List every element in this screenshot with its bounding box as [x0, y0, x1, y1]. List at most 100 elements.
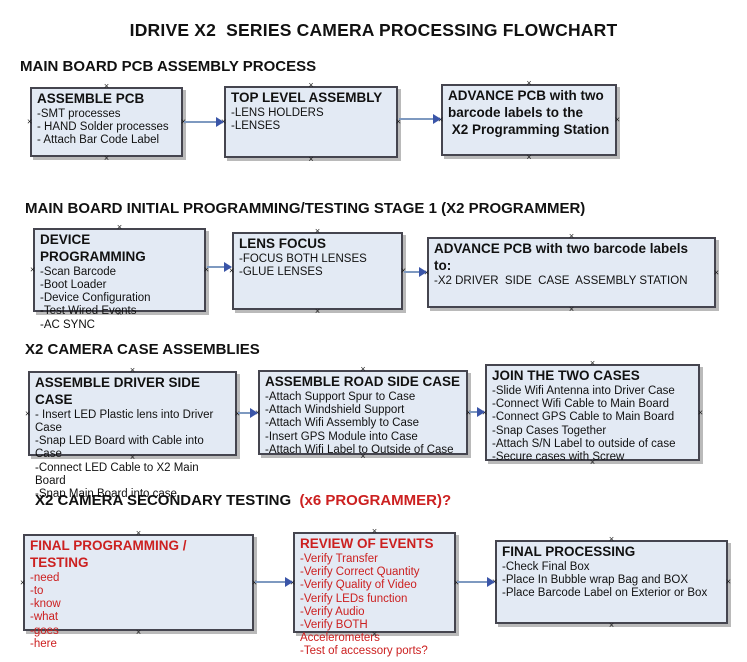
connector-handle-icon: × [725, 576, 731, 587]
box-item: -Place Barcode Label on Exterior or Box [502, 587, 708, 600]
box-item: - HAND Solder processes [37, 121, 169, 134]
arrow-shaft [184, 121, 218, 123]
connector-handle-icon: × [526, 78, 532, 88]
arrow-head-icon [216, 117, 224, 127]
box-item: -Slide Wifi Antenna into Driver Case [492, 384, 675, 397]
connector-handle-icon: × [697, 407, 703, 417]
flow-arrow-right-icon [399, 113, 441, 125]
connector-handle-icon: × [371, 526, 378, 536]
flow-box-device-programming: DEVICE PROGRAMMING -Scan Barcode -Boot L… [30, 223, 209, 331]
box-item: -Secure cases with Screw [492, 450, 625, 463]
connector-handle-icon: × [314, 226, 321, 236]
box-item: -GLUE LENSES [239, 266, 323, 279]
connector-handle-icon: × [360, 364, 366, 374]
connector-handle-icon: × [116, 222, 123, 232]
box-item: -X2 DRIVER SIDE CASE ASSEMBLY STATION [434, 274, 688, 287]
connector-handle-icon: × [589, 358, 596, 368]
box-title: JOIN THE TWO CASES [492, 368, 640, 383]
box-title: ASSEMBLE PCB [37, 91, 145, 106]
arrow-shaft [255, 581, 287, 583]
box-item: -LENS HOLDERS [231, 106, 324, 119]
flow-arrow-right-icon [184, 116, 224, 128]
box-item: -FOCUS BOTH LENSES [239, 252, 367, 265]
arrow-shaft [404, 271, 421, 273]
box-item: -Attach Support Spur to Case [265, 390, 416, 403]
flow-box-lens-focus: LENS FOCUS -FOCUS BOTH LENSES -GLUE LENS… [229, 227, 406, 316]
box-item: -Verify Transfer [300, 552, 378, 565]
box-title: ASSEMBLE ROAD SIDE CASE [265, 374, 461, 389]
box-item: -AC SYNC [40, 318, 95, 331]
arrow-head-icon [285, 577, 293, 587]
page-title: IDRIVE X2 SERIES CAMERA PROCESSING FLOWC… [129, 20, 618, 40]
box-item: -Verify Audio [300, 605, 365, 618]
box-item: -Connect LED Cable to X2 Main Board [35, 461, 202, 487]
section-heading-case-assemblies: X2 CAMERA CASE ASSEMBLIES [25, 341, 260, 358]
arrow-shaft [207, 266, 226, 268]
arrow-head-icon [477, 407, 485, 417]
box-title: FINAL PROGRAMMING / TESTING [30, 538, 191, 570]
box-item: -Snap LED Board with Cable into Case [35, 435, 207, 461]
box-item: -to [30, 584, 44, 597]
flow-box-review-of-events: REVIEW OF EVENTS -Verify Transfer -Verif… [290, 527, 459, 658]
flow-box-assemble-road-side-case: ASSEMBLE ROAD SIDE CASE -Attach Support … [255, 365, 471, 461]
flow-arrow-right-icon [457, 576, 495, 588]
connector-handle-icon: × [314, 306, 321, 316]
flow-arrow-right-icon [207, 261, 232, 273]
connector-handle-icon: × [568, 304, 575, 314]
section-heading-pcb-assembly: MAIN BOARD PCB ASSEMBLY PROCESS [20, 58, 317, 75]
connector-handle-icon: × [25, 408, 31, 418]
box-item: -Device Configuration [40, 292, 151, 305]
box-title: DEVICE PROGRAMMING [40, 232, 146, 264]
flow-box-advance-pcb-driver-side-station: ADVANCE PCB with two barcode labels to: … [424, 232, 719, 314]
box-title: TOP LEVEL ASSEMBLY [231, 90, 383, 105]
box-item: -Attach Windshield Support [265, 404, 405, 417]
box-title: REVIEW OF EVENTS [300, 536, 434, 551]
connector-handle-icon: × [129, 365, 136, 375]
flow-box-assemble-pcb: ASSEMBLE PCB -SMT processes - HAND Solde… [27, 82, 186, 163]
connector-handle-icon: × [103, 153, 110, 163]
connector-handle-icon: × [614, 114, 620, 125]
arrow-head-icon [224, 262, 232, 272]
connector-handle-icon: × [568, 231, 575, 241]
connector-handle-icon: × [713, 267, 719, 277]
box-item: -Verify LEDs function [300, 592, 408, 605]
box-item: -Test Wired Events [40, 305, 137, 318]
flow-arrow-right-icon [238, 407, 258, 419]
arrow-head-icon [487, 577, 495, 587]
box-item: -LENSES [231, 120, 281, 133]
arrow-shaft [457, 581, 489, 583]
box-title: ADVANCE PCB with two barcode labels to: [434, 241, 692, 273]
box-item: -need [30, 571, 60, 584]
box-item: -Boot Loader [40, 278, 107, 291]
box-item: -Snap Cases Together [492, 424, 607, 437]
box-title-line: barcode labels to the [448, 104, 584, 120]
section-heading-black-part: X2 CAMERA SECONDARY TESTING [35, 492, 300, 509]
box-item: -what [30, 611, 59, 624]
box-item: -Insert GPS Module into Case [265, 430, 418, 443]
arrow-head-icon [250, 408, 258, 418]
connector-handle-icon: × [30, 264, 36, 275]
box-item: -SMT processes [37, 107, 121, 120]
connector-handle-icon: × [608, 534, 615, 544]
connector-handle-icon: × [308, 154, 314, 164]
box-title: FINAL PROCESSING [502, 544, 636, 559]
flow-arrow-right-icon [255, 576, 293, 588]
box-item: - Attach Bar Code Label [37, 134, 160, 147]
connector-handle-icon: × [27, 116, 33, 127]
box-item: -Attach S/N Label to outside of case [492, 437, 676, 450]
section-heading-secondary-testing: X2 CAMERA SECONDARY TESTING (x6 PROGRAMM… [35, 492, 451, 509]
box-item: - Insert LED Plastic lens into Driver Ca… [35, 408, 217, 434]
flow-box-join-the-two-cases: JOIN THE TWO CASES -Slide Wifi Antenna i… [482, 359, 703, 467]
box-item: -Scan Barcode [40, 265, 117, 278]
box-title-line: ADVANCE PCB with two [448, 88, 604, 103]
box-item: -Verify BOTH Accelerometers [300, 618, 380, 645]
arrow-shaft [399, 118, 435, 120]
box-item: -Snap Main Board into case [35, 488, 177, 501]
box-item: -Check Final Box [502, 560, 590, 573]
arrow-head-icon [433, 114, 441, 124]
section-heading-red-part: (x6 PROGRAMMER)? [299, 492, 452, 509]
connector-handle-icon: × [608, 620, 615, 630]
box-item: -goes [30, 624, 59, 637]
flow-arrow-right-icon [469, 406, 485, 418]
